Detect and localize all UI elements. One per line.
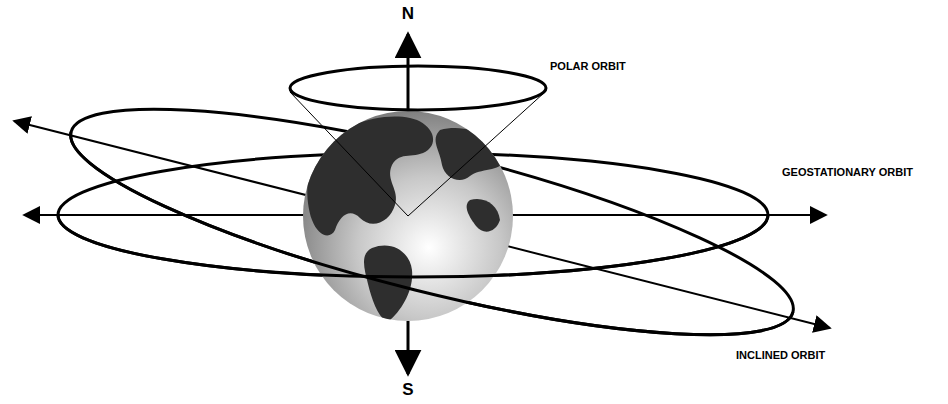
orbit-label: GEOSTATIONARY ORBIT [782, 166, 913, 178]
polar-orbit [290, 66, 546, 110]
inclined-orbit [54, 64, 810, 380]
orbit-label: POLAR ORBIT [550, 60, 626, 72]
continents [307, 117, 505, 322]
north-arrow [407, 34, 410, 111]
pole-label: S [402, 380, 413, 400]
orbit-label: INCLINED ORBIT [736, 349, 825, 361]
south-arrow [407, 321, 410, 374]
pole-label: N [402, 4, 414, 24]
